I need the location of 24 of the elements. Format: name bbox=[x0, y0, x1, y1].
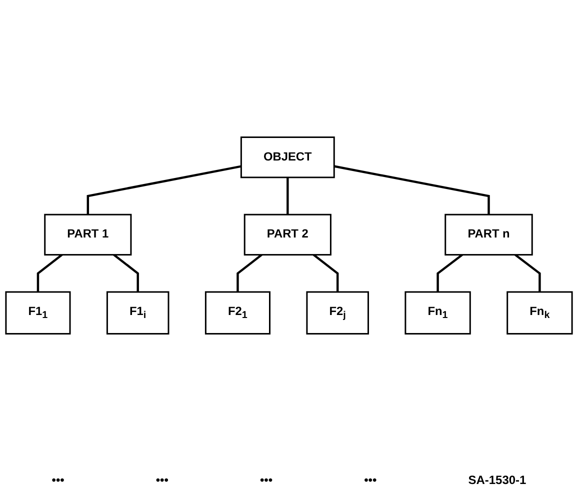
connector bbox=[334, 165, 490, 215]
connector bbox=[113, 254, 139, 292]
connector bbox=[286, 177, 289, 215]
label-text: ••• bbox=[156, 473, 168, 487]
connector bbox=[86, 165, 242, 215]
node-box: Fn$_{k}$ bbox=[506, 291, 573, 335]
node-box: F1$_{i}$ bbox=[106, 291, 170, 335]
connector bbox=[236, 254, 262, 292]
node-box: F2$_{1}$ bbox=[204, 291, 270, 335]
label-text: ••• bbox=[260, 473, 273, 487]
node-box: F2$_{j}$ bbox=[306, 291, 369, 335]
node-box: F1$_{1}$ bbox=[5, 291, 71, 335]
node-box: OBJECT bbox=[240, 136, 335, 178]
label-text: ••• bbox=[52, 473, 64, 487]
label-text: SA-1530-1 bbox=[468, 473, 526, 487]
node-box: PART 2 bbox=[244, 214, 332, 256]
node-box: Fn$_{1}$ bbox=[404, 291, 471, 335]
connector bbox=[436, 254, 463, 292]
connector bbox=[514, 254, 541, 292]
connector bbox=[312, 254, 339, 292]
label-text: ••• bbox=[364, 473, 377, 487]
node-box: PART n bbox=[444, 214, 533, 256]
connector bbox=[36, 254, 63, 292]
node-box: PART 1 bbox=[44, 214, 132, 256]
